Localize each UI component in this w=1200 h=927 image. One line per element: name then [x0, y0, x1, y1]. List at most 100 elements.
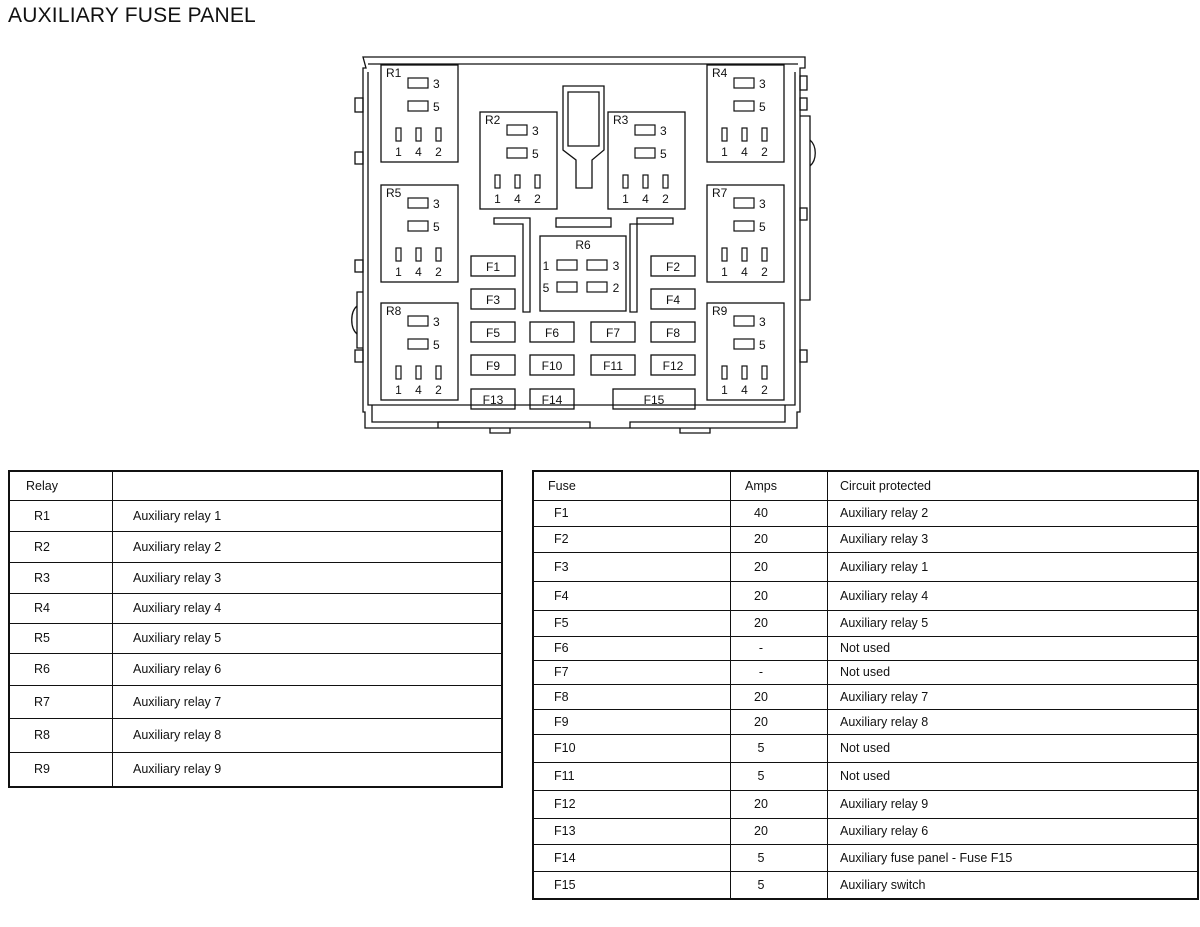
circuit-cell: Auxiliary relay 7	[827, 684, 1198, 710]
pin-number: 3	[433, 315, 440, 329]
relay-pin	[435, 127, 442, 142]
relay-label: R8	[386, 304, 402, 318]
relay-pin	[733, 220, 755, 232]
amps-cell: 5	[730, 762, 828, 791]
relay-pin	[642, 174, 649, 189]
relay-pin	[741, 365, 748, 380]
fuse-slot	[529, 321, 575, 343]
fuse-label: F4	[666, 293, 680, 307]
fuse-label: F15	[644, 393, 665, 407]
pin-number: 1	[395, 145, 402, 159]
relay-body	[380, 64, 459, 163]
fuse-cell: F4	[533, 581, 731, 611]
circuit-cell: Not used	[827, 636, 1198, 661]
pin-number: 5	[543, 281, 550, 295]
fuse-f7: F7	[590, 321, 636, 343]
fuse-slot	[529, 354, 575, 376]
relay-pin	[407, 220, 429, 232]
pin-number: 4	[642, 192, 649, 206]
pin-number: 1	[721, 265, 728, 279]
fuse-cell: F9	[533, 709, 731, 735]
amps-cell: -	[730, 660, 828, 685]
fuse-label: F6	[545, 326, 559, 340]
relay-body	[706, 184, 785, 283]
fuse-column-header: Fuse	[533, 471, 731, 501]
relay-description-cell: Auxiliary relay 8	[112, 718, 502, 753]
fuse-label: F14	[542, 393, 563, 407]
relay-body	[539, 235, 627, 312]
circuit-cell: Not used	[827, 762, 1198, 791]
fuse-label: F9	[486, 359, 500, 373]
fuse-slot	[470, 388, 516, 410]
relay-pin	[733, 338, 755, 350]
relay-pin	[761, 247, 768, 262]
fuse-label: F11	[603, 359, 623, 373]
circuit-cell: Auxiliary relay 5	[827, 610, 1198, 637]
relay-description-cell: Auxiliary relay 3	[112, 562, 502, 594]
pin-number: 5	[759, 220, 766, 234]
pin-number: 4	[741, 383, 748, 397]
relay-label: R3	[613, 113, 629, 127]
fuse-label: F3	[486, 293, 500, 307]
fuse-f1: F1	[470, 255, 516, 277]
relay-table-row: R9 Auxiliary relay 9	[9, 752, 502, 787]
pin-number: 5	[660, 147, 667, 161]
relay-pin	[435, 365, 442, 380]
relay-id-cell: R4	[9, 593, 113, 624]
fuse-cell: F7	[533, 660, 731, 685]
fuse-cell: F10	[533, 734, 731, 763]
fuse-slot	[650, 255, 696, 277]
circuit-cell: Not used	[827, 734, 1198, 763]
relay-pin	[761, 127, 768, 142]
fuse-f12: F12	[650, 354, 696, 376]
fuse-f4: F4	[650, 288, 696, 310]
relay-pin	[407, 77, 429, 89]
pin-number: 5	[433, 100, 440, 114]
relay-pin	[741, 127, 748, 142]
relay-id-cell: R9	[34, 762, 50, 777]
fuse-cell: F1	[533, 500, 731, 527]
amps-cell: 20	[730, 818, 828, 845]
pin-number: 1	[622, 192, 629, 206]
amps-cell: 20	[730, 709, 828, 735]
amps-cell: 20	[730, 581, 828, 611]
pin-number: 5	[433, 338, 440, 352]
circuit-cell: Auxiliary relay 4	[827, 581, 1198, 611]
relay-label: R9	[712, 304, 728, 318]
pin-number: 4	[415, 265, 422, 279]
relay-pin	[395, 127, 402, 142]
fuse-slot	[590, 354, 636, 376]
relay-label: R6	[575, 238, 591, 252]
fuse-table-row: F7-Not used	[533, 660, 1198, 685]
fuse-slot	[650, 354, 696, 376]
panel-housing	[351, 56, 816, 434]
relay-pin	[741, 247, 748, 262]
amps-cell: 40	[730, 500, 828, 527]
description-column-header	[112, 471, 502, 501]
amps-cell: 20	[730, 790, 828, 819]
fuse-f15: F15	[612, 388, 696, 410]
pin-number: 2	[613, 281, 620, 295]
relay-id-cell: R7	[9, 685, 113, 719]
relay-pin	[506, 124, 528, 136]
fuse-f6: F6	[529, 321, 575, 343]
amps-cell: 5	[730, 871, 828, 899]
relay-description-cell: Auxiliary relay 9	[112, 752, 502, 787]
relay-description-cell: Auxiliary relay 2	[112, 531, 502, 563]
pin-number: 4	[415, 145, 422, 159]
circuit-cell: Auxiliary relay 1	[827, 552, 1198, 582]
fuse-cell: F13	[533, 818, 731, 845]
pin-number: 3	[532, 124, 539, 138]
